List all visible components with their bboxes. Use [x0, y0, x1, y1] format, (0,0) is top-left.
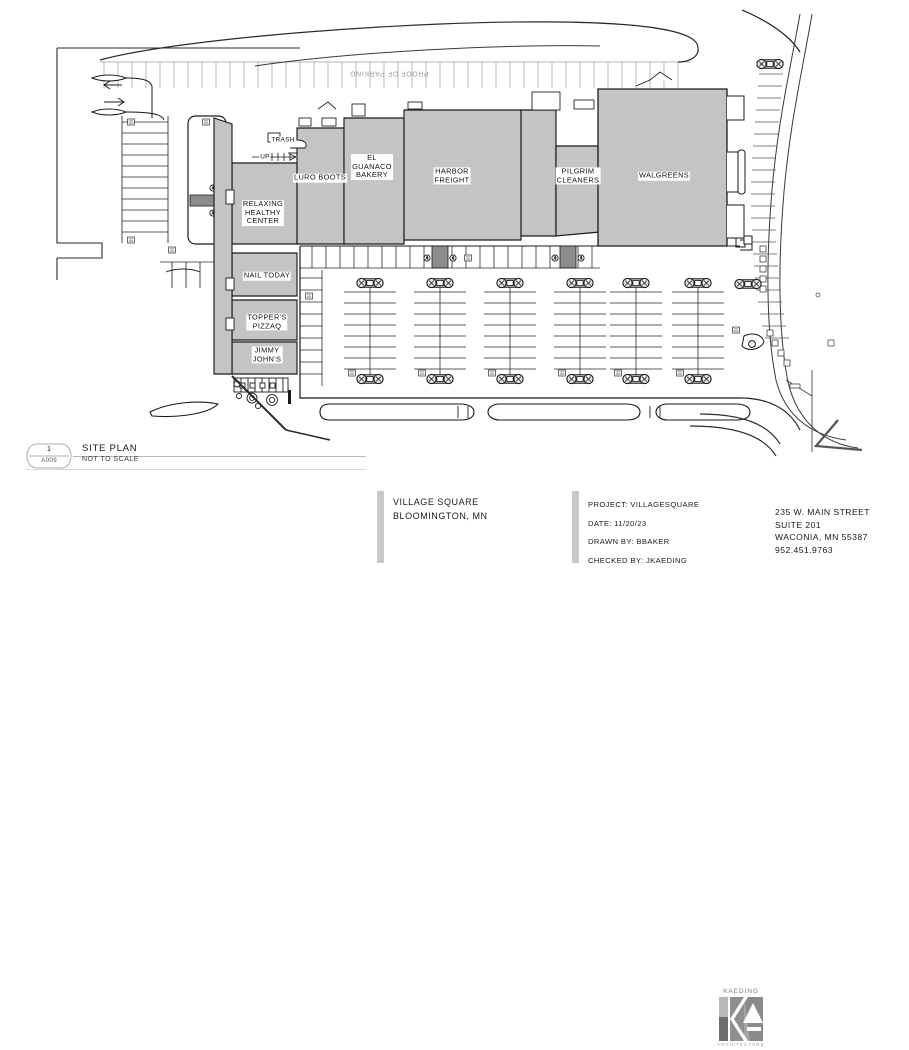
architect-discipline: ARCHITECTURE: [717, 1042, 765, 1047]
detail-number: 1: [46, 444, 52, 453]
divider-meta: [572, 491, 579, 563]
architect-logo: KAEDING ARCHITECTURE: [714, 988, 768, 1050]
project-name: VILLAGE SQUARE BLOOMINGTON, MN: [393, 496, 488, 523]
drawing-title-tag: 1 A009 SITE PLAN NOT TO SCALE: [26, 443, 366, 475]
drawn-by: DRAWN BY: BBAKER: [588, 537, 670, 546]
drawing-scale: NOT TO SCALE: [82, 456, 139, 463]
title-rule-lower: [26, 468, 366, 470]
proof-of-parking-label: PROOF OF PARKING: [349, 69, 429, 77]
project-number: PROJECT: VILLAGESQUARE: [588, 500, 700, 509]
issue-date: DATE: 11/20/23: [588, 518, 647, 528]
walgreens-footprint: [597, 88, 728, 247]
architect-phone: 952.451.9763: [775, 544, 833, 555]
title-block: VILLAGE SQUARE BLOOMINGTON, MN PROJECT: …: [0, 488, 909, 1047]
drawing-title: SITE PLAN: [82, 443, 138, 454]
detail-sheet-number: A009: [41, 457, 57, 464]
address-line-2: SUITE 201: [775, 519, 822, 530]
up-label: UP: [259, 153, 271, 161]
project-name-line2: BLOOMINGTON, MN: [393, 510, 488, 521]
address-line-3: WACONIA, MN 55387: [775, 532, 868, 542]
architect-address: 235 W. MAIN STREET SUITE 201 WACONIA, MN…: [775, 506, 870, 556]
trash-label: TRASH: [270, 136, 296, 144]
divider-project: [377, 491, 384, 563]
checked-by: CHECKED BY: JKAEDING: [588, 555, 688, 565]
title-rule: [73, 455, 366, 457]
site-plan-sheet: PROOF OF PARKING TRASH UP RELAXING HEALT…: [0, 9, 909, 1047]
project-name-line1: VILLAGE SQUARE: [393, 497, 479, 507]
project-metadata: PROJECT: VILLAGESQUARE DATE: 11/20/23 DR…: [588, 496, 699, 570]
ka-monogram-icon: [717, 997, 765, 1041]
address-line-1: 235 W. MAIN STREET: [775, 507, 871, 517]
detail-bubble-icon: [26, 443, 72, 469]
architect-name: KAEDING: [723, 988, 759, 995]
